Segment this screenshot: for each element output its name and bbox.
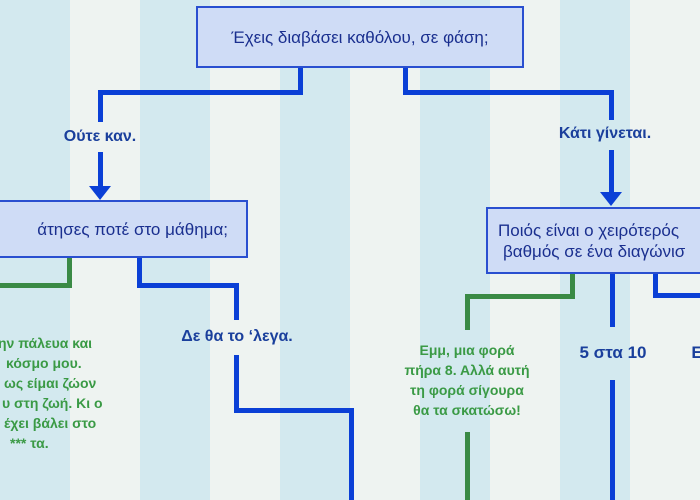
answer-line: πήρα 8. Αλλά αυτή xyxy=(404,362,530,378)
answer-line: ην πάλευα και xyxy=(0,335,93,351)
connector xyxy=(298,68,303,95)
connector xyxy=(234,355,239,413)
connector xyxy=(653,293,700,298)
connector xyxy=(137,258,142,288)
edge-label-5-of-10: 5 στα 10 xyxy=(579,343,647,362)
connector xyxy=(653,274,658,298)
arrow-down-icon xyxy=(89,186,111,200)
answer-line: έχει βάλει στο xyxy=(4,415,97,431)
left-green-answer: ην πάλευα και κόσμο μου. ως είμαι ζώον υ… xyxy=(0,333,103,453)
connector xyxy=(137,283,239,288)
right-question-line1: Ποιός είναι ο χειρότερός xyxy=(498,220,680,240)
connector xyxy=(234,408,354,413)
answer-line: *** τα. xyxy=(10,435,49,451)
connector xyxy=(98,152,103,188)
edge-label-not-really: Δε θα το ‘λεγα. xyxy=(181,328,293,345)
answer-line: υ στη ζωή. Κι ο xyxy=(2,395,103,411)
answer-line: τη φορά σίγουρα xyxy=(410,382,524,398)
connector-green xyxy=(0,283,72,288)
connector xyxy=(98,90,303,95)
connector-green xyxy=(465,432,470,500)
connector xyxy=(609,90,614,120)
answer-line: Εμμ, μια φορά xyxy=(419,342,515,358)
connector xyxy=(98,90,103,122)
connector-green xyxy=(465,294,575,299)
connector xyxy=(610,274,615,327)
connector-green xyxy=(67,258,72,288)
answer-line: κόσμο μου. xyxy=(6,355,82,371)
left-question-box: άτησες ποτέ στο μάθημα; xyxy=(0,200,248,258)
connector-green xyxy=(465,294,470,330)
root-question-box: Έχεις διαβάσει καθόλου, σε φάση; xyxy=(196,6,524,68)
connector-green xyxy=(570,274,575,299)
right-question-box: Ποιός είναι ο χειρότερός βαθμός σε ένα δ… xyxy=(486,207,700,274)
connector xyxy=(234,283,239,320)
connector xyxy=(609,150,614,194)
edge-label-far-right: Ε xyxy=(691,343,700,362)
left-question-text: άτησες ποτέ στο μάθημα; xyxy=(37,219,228,239)
right-question-line2: βαθμός σε ένα διαγώνισ xyxy=(503,241,686,261)
edge-label-none: Ούτε καν. xyxy=(63,128,137,145)
answer-line: ως είμαι ζώον xyxy=(4,375,97,391)
connector xyxy=(349,408,354,500)
answer-line: θα τα σκατώσω! xyxy=(413,402,521,418)
root-question-text: Έχεις διαβάσει καθόλου, σε φάση; xyxy=(231,27,489,47)
connector xyxy=(610,380,615,500)
edge-label-something: Κάτι γίνεται. xyxy=(558,125,652,142)
right-green-answer: Εμμ, μια φορά πήρα 8. Αλλά αυτή τη φορά … xyxy=(404,340,529,420)
connector xyxy=(403,68,408,95)
connector xyxy=(403,90,613,95)
arrow-down-icon xyxy=(600,192,622,206)
